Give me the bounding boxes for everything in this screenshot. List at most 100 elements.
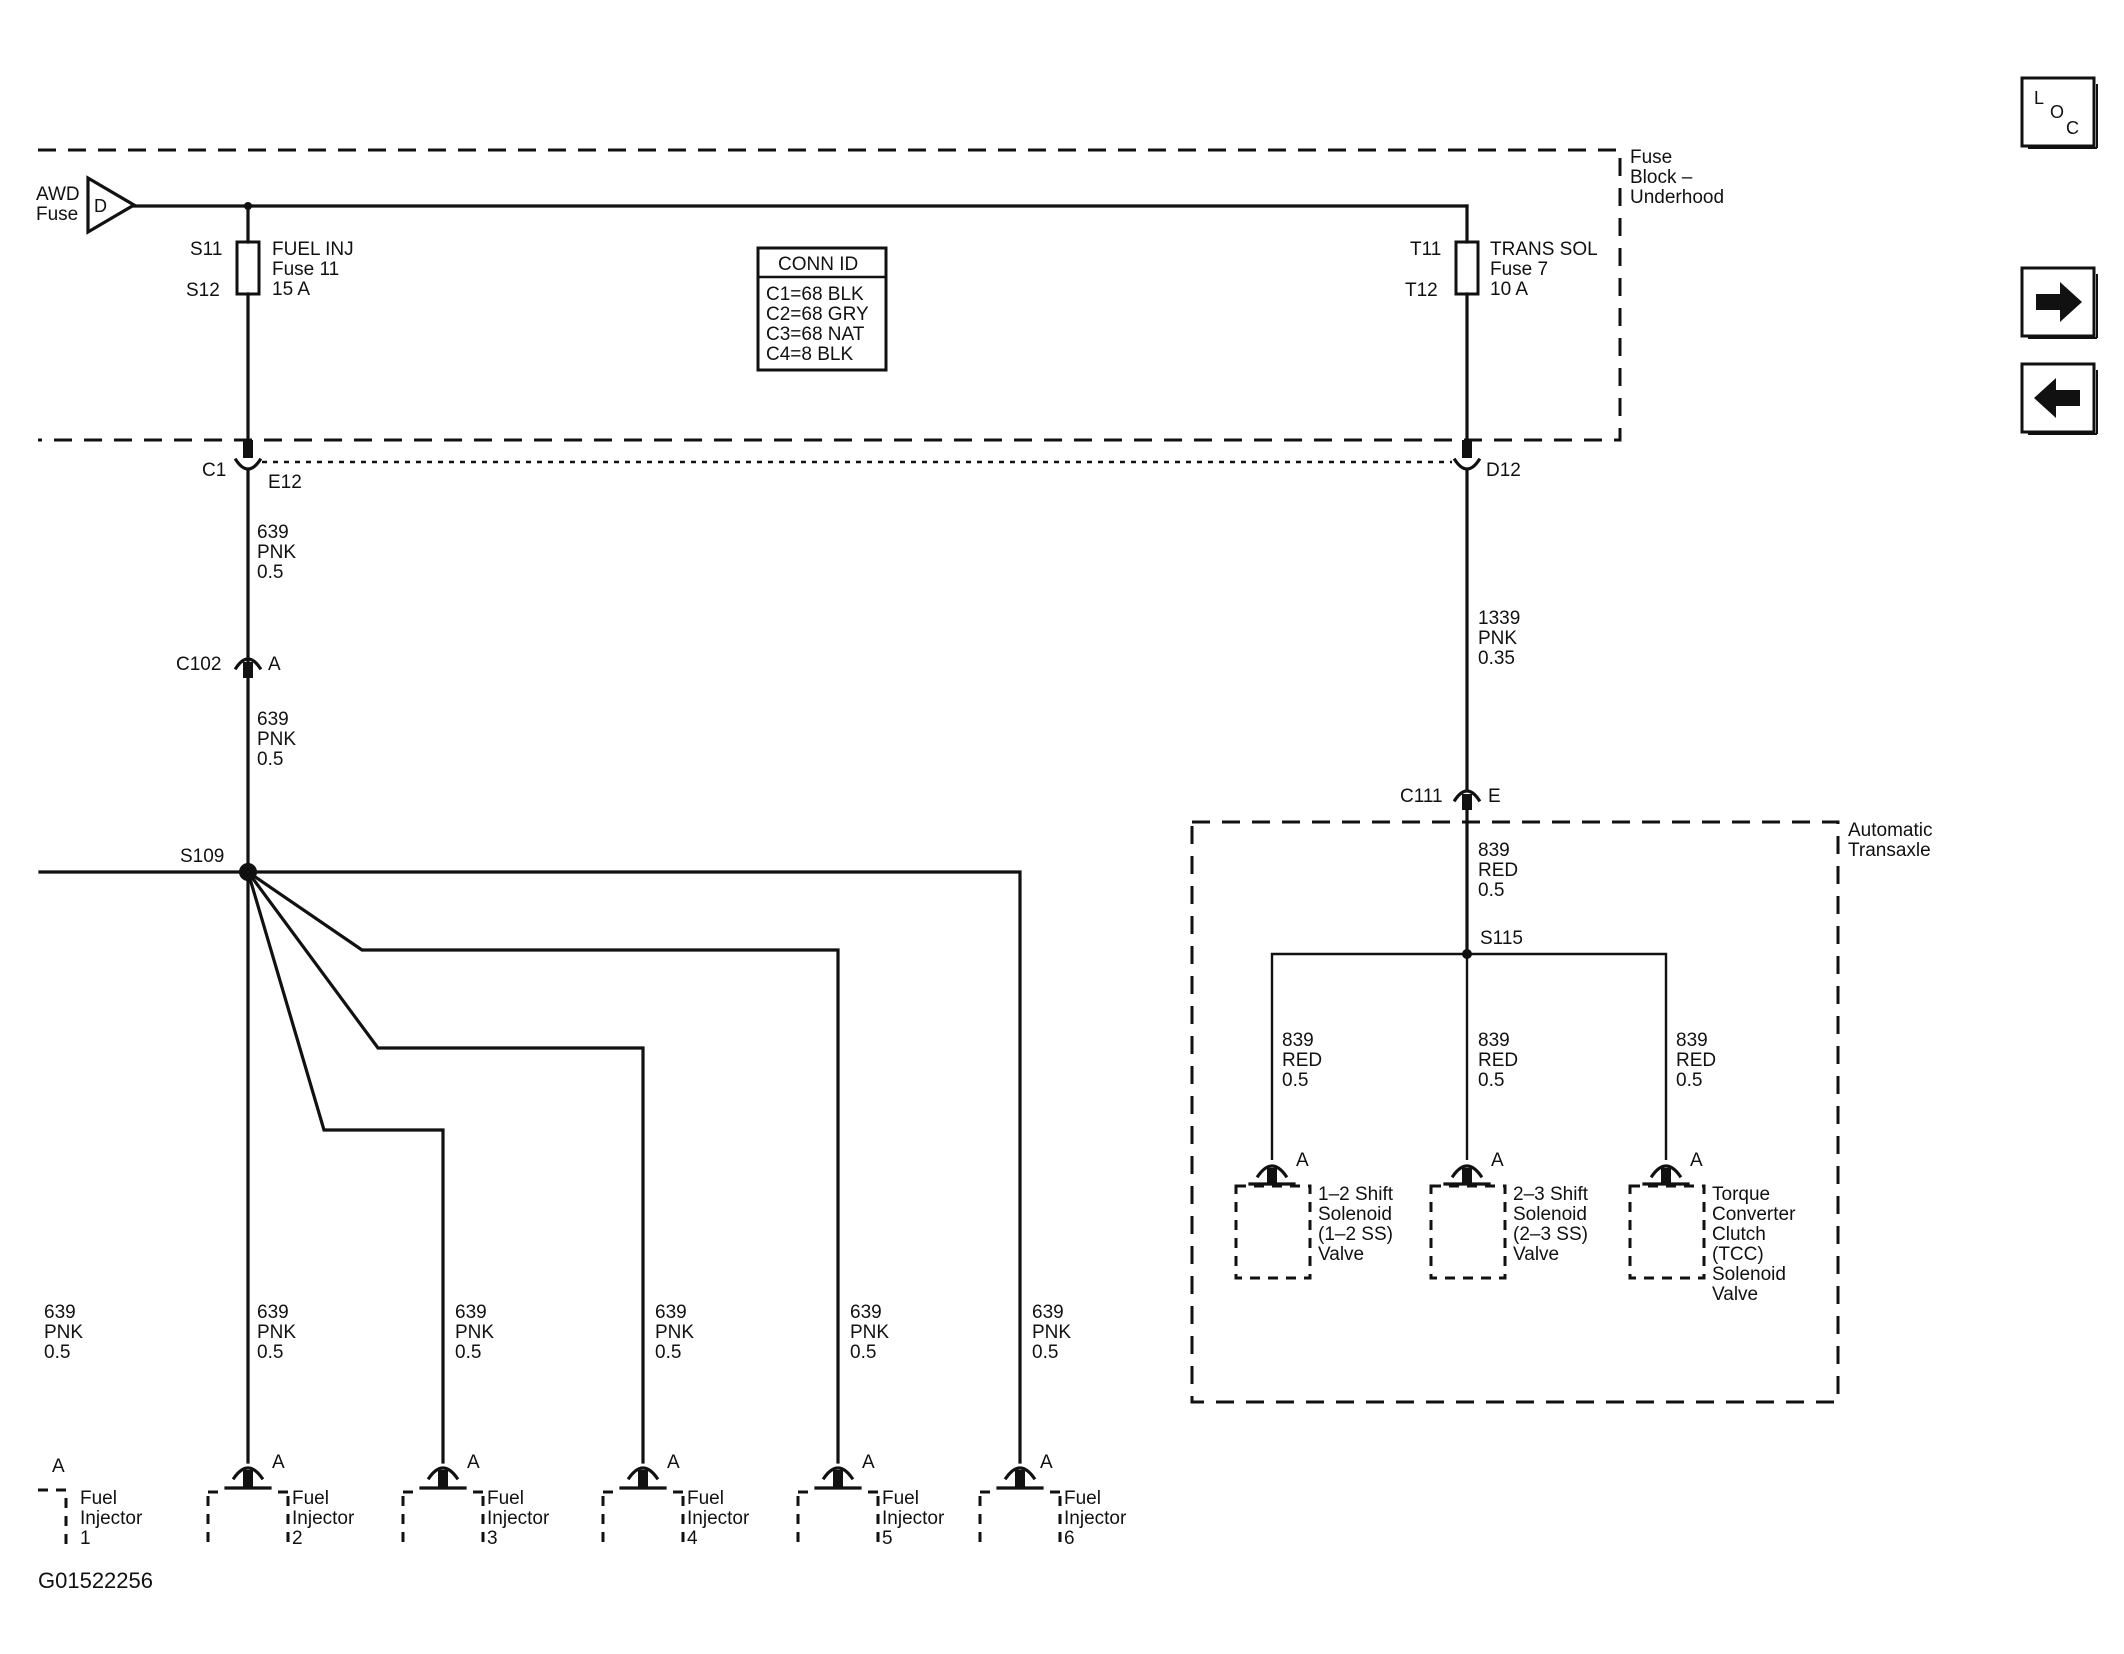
svg-text:C4=8 BLK: C4=8 BLK	[766, 344, 853, 365]
svg-text:A: A	[1491, 1150, 1504, 1171]
splice-s109: S109	[180, 846, 257, 881]
back-button[interactable]	[2020, 362, 2098, 435]
svg-text:RED: RED	[1676, 1050, 1716, 1071]
svg-text:2–3 Shift: 2–3 Shift	[1513, 1184, 1589, 1205]
fuel-inj-fuse: S11 S12 FUEL INJ Fuse 11 15 A	[186, 204, 354, 301]
svg-text:839: 839	[1478, 1030, 1510, 1051]
wire-label-1339: 1339 PNK 0.35	[1478, 608, 1520, 669]
svg-text:0.5: 0.5	[257, 562, 283, 583]
svg-text:RED: RED	[1282, 1050, 1322, 1071]
svg-text:A: A	[862, 1452, 875, 1473]
svg-text:D12: D12	[1486, 460, 1521, 481]
svg-text:639: 639	[257, 709, 289, 730]
svg-text:PNK: PNK	[257, 1322, 296, 1343]
svg-text:Fuel: Fuel	[882, 1488, 919, 1509]
svg-text:E: E	[1488, 786, 1501, 807]
connector-c1: C1 E12 D12	[202, 440, 1521, 493]
svg-text:A: A	[667, 1452, 680, 1473]
shift-solenoid-2-3: A 2–3 Shift Solenoid (2–3 SS) Valve	[1429, 1150, 1589, 1280]
svg-text:839: 839	[1478, 840, 1510, 861]
svg-text:A: A	[272, 1452, 285, 1473]
svg-text:PNK: PNK	[257, 542, 296, 563]
svg-text:Fuel: Fuel	[80, 1488, 117, 1509]
svg-text:4: 4	[687, 1528, 698, 1549]
svg-text:RED: RED	[1478, 860, 1518, 881]
svg-text:PNK: PNK	[455, 1322, 494, 1343]
svg-text:(2–3 SS): (2–3 SS)	[1513, 1224, 1588, 1245]
svg-text:S11: S11	[190, 239, 222, 260]
svg-text:C111: C111	[1400, 786, 1443, 807]
svg-text:Valve: Valve	[1712, 1284, 1758, 1305]
svg-text:Underhood: Underhood	[1630, 187, 1724, 208]
svg-text:A: A	[1040, 1452, 1053, 1473]
svg-text:S109: S109	[180, 846, 224, 867]
svg-text:0.5: 0.5	[1478, 1070, 1504, 1091]
conn-id-table: CONN ID C1=68 BLK C2=68 GRY C3=68 NAT C4…	[756, 246, 888, 372]
svg-text:C: C	[2066, 118, 2079, 138]
svg-text:C3=68 NAT: C3=68 NAT	[766, 324, 865, 345]
svg-text:Fuse 7: Fuse 7	[1490, 259, 1548, 280]
fuel-injector-3: A Fuel Injector 3	[401, 1452, 550, 1549]
forward-button[interactable]	[2020, 266, 2098, 339]
svg-text:Block –: Block –	[1630, 167, 1693, 188]
wire-label-839-main: 839 RED 0.5	[1478, 840, 1518, 901]
svg-text:1339: 1339	[1478, 608, 1520, 629]
svg-text:0.35: 0.35	[1478, 648, 1515, 669]
svg-text:0.5: 0.5	[1478, 880, 1504, 901]
svg-text:A: A	[467, 1452, 480, 1473]
connector-c102: C102 A	[176, 654, 281, 678]
svg-text:639: 639	[257, 1302, 289, 1323]
svg-text:Injector: Injector	[487, 1508, 550, 1529]
injector-wire-labels: 639 PNK 0.5 639 PNK 0.5 639 PNK 0.5 639 …	[44, 1302, 1071, 1363]
svg-text:C1: C1	[202, 460, 226, 481]
fuel-injector-6: A Fuel Injector 6	[978, 1452, 1127, 1549]
svg-text:639: 639	[850, 1302, 882, 1323]
svg-text:RED: RED	[1478, 1050, 1518, 1071]
svg-text:C2=68 GRY: C2=68 GRY	[766, 304, 869, 325]
svg-text:S115: S115	[1480, 928, 1523, 949]
svg-text:Clutch: Clutch	[1712, 1224, 1766, 1245]
tcc-solenoid: A Torque Converter Clutch (TCC) Solenoid…	[1628, 1150, 1796, 1305]
svg-text:T11: T11	[1410, 239, 1441, 260]
svg-text:PNK: PNK	[850, 1322, 889, 1343]
svg-text:PNK: PNK	[1032, 1322, 1071, 1343]
svg-text:Fuel: Fuel	[487, 1488, 524, 1509]
injector-branches	[38, 869, 1022, 1464]
svg-text:0.5: 0.5	[1676, 1070, 1702, 1091]
svg-text:S12: S12	[186, 280, 220, 301]
awd-connector-triangle	[86, 175, 138, 235]
svg-text:0.5: 0.5	[655, 1342, 681, 1363]
svg-text:TRANS SOL: TRANS SOL	[1490, 239, 1598, 260]
svg-text:Fuel: Fuel	[687, 1488, 724, 1509]
loc-button[interactable]: L O C	[2020, 76, 2098, 149]
svg-text:839: 839	[1676, 1030, 1708, 1051]
svg-text:Injector: Injector	[80, 1508, 143, 1529]
svg-text:A: A	[1296, 1150, 1309, 1171]
svg-text:Fuel: Fuel	[292, 1488, 329, 1509]
svg-text:0.5: 0.5	[44, 1342, 70, 1363]
svg-text:0.5: 0.5	[257, 1342, 283, 1363]
svg-text:T12: T12	[1405, 280, 1438, 301]
svg-text:Torque: Torque	[1712, 1184, 1770, 1205]
fuse-block-boundary	[38, 148, 1622, 442]
svg-text:A: A	[1690, 1150, 1703, 1171]
left-arrow-icon	[2034, 378, 2080, 418]
svg-text:PNK: PNK	[655, 1322, 694, 1343]
svg-text:Valve: Valve	[1318, 1244, 1364, 1265]
svg-text:A: A	[52, 1456, 65, 1477]
svg-text:C102: C102	[176, 654, 221, 675]
svg-text:FUEL INJ: FUEL INJ	[272, 239, 354, 260]
svg-text:Fuse: Fuse	[1630, 147, 1672, 168]
svg-text:Solenoid: Solenoid	[1712, 1264, 1786, 1285]
fuel-injector-4: A Fuel Injector 4	[601, 1452, 750, 1549]
svg-text:Fuse: Fuse	[36, 204, 78, 225]
svg-text:(TCC): (TCC)	[1712, 1244, 1764, 1265]
svg-text:0.5: 0.5	[1032, 1342, 1058, 1363]
svg-text:PNK: PNK	[1478, 628, 1517, 649]
connector-c111: C111 E	[1400, 786, 1501, 810]
svg-text:639: 639	[1032, 1302, 1064, 1323]
svg-text:Injector: Injector	[687, 1508, 750, 1529]
wire-labels-839-branches: 839 RED 0.5 839 RED 0.5 839 RED 0.5	[1282, 1030, 1716, 1091]
svg-text:Fuse 11: Fuse 11	[272, 259, 339, 280]
